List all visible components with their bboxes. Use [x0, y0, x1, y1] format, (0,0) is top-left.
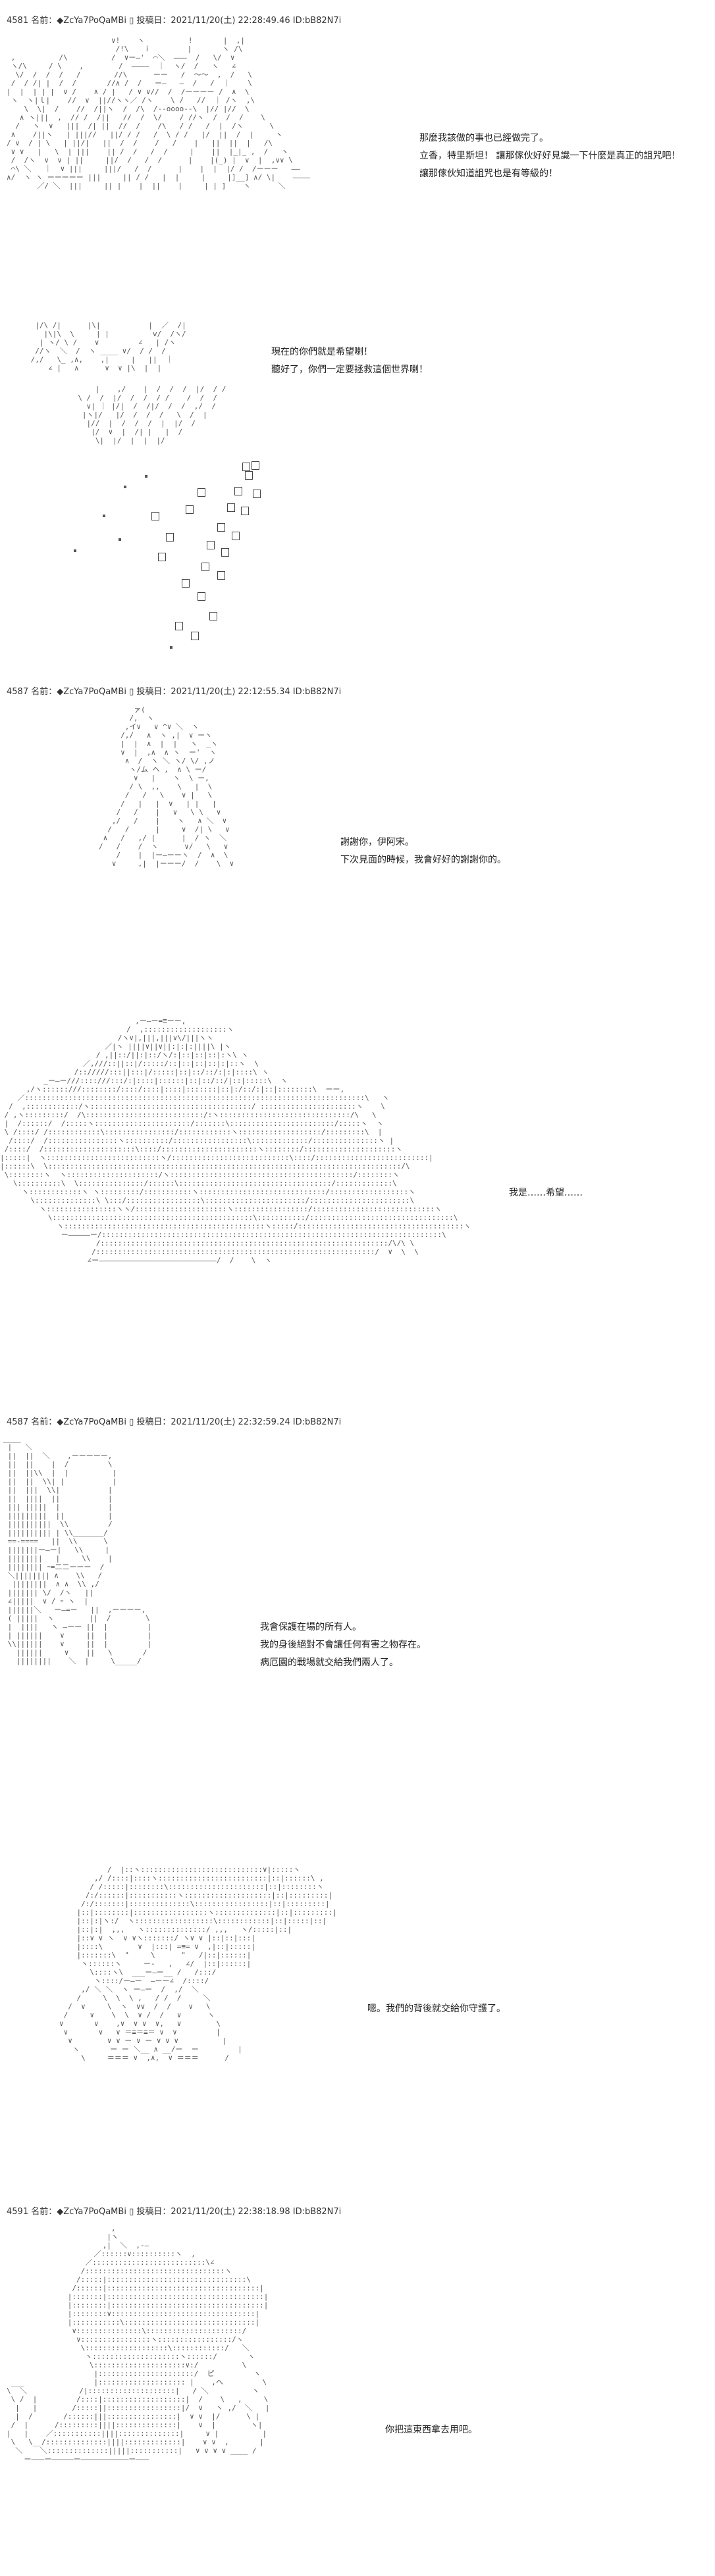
dialogue-line: 謝謝你，伊阿宋。	[340, 837, 414, 847]
dialogue-line: 嗯。我們的背後就交給你守護了。	[367, 2004, 506, 2014]
post-header: 4587 名前：◆ZcYa7PoQaMBi ▯ 投稿日：2021/11/20(土…	[7, 1417, 342, 1427]
dialogue-line: 立香，特里斯坦！ 讓那傢伙好好見識一下什麼是真正的詛咒吧！	[419, 151, 681, 161]
ascii-art-cloaked-figure: , |ヽ ,| ＼ ,-― ／::::::∨::::::::::ヽ , ／:::…	[7, 2224, 270, 2463]
dialogue-line: 讓那傢伙知道詛咒也是有等級的！	[419, 168, 558, 179]
dialogue-line: 下次見面的時候，我會好好的謝謝你的。	[340, 855, 506, 865]
ascii-art-hero-group: ∨! ヽ ! | ,| /!\ ⅰ | ヽ /\ , /\ / ∨ー―' ⌒＼ …	[7, 36, 311, 190]
post-header: 4587 名前：◆ZcYa7PoQaMBi ▯ 投稿日：2021/11/20(土…	[7, 687, 342, 697]
dialogue-line: 聽好了，你們一定要拯救這個世界喇！	[271, 365, 428, 375]
ascii-art-shield-knight: ____ | ＼ || || ＼ ,ーーーーー, || || | / \ || …	[3, 1434, 152, 1665]
speech-bubble: 你把這東西拿去用吧。	[385, 2421, 477, 2439]
post-header: 4581 名前：◆ZcYa7PoQaMBi ▯ 投稿日：2021/11/20(土…	[7, 16, 342, 26]
speech-bubble: 謝謝你，伊阿宋。 下次見面的時候，我會好好的謝謝你的。	[340, 834, 506, 869]
speech-bubble: 那麼我該做的事也已經做完了。 立香，特里斯坦！ 讓那傢伙好好見識一下什麼是真正的…	[419, 130, 680, 183]
speech-bubble: 嗯。我們的背後就交給你守護了。	[367, 2000, 506, 2018]
dialogue-line: 你把這東西拿去用吧。	[385, 2425, 477, 2435]
post-header: 4591 名前：◆ZcYa7PoQaMBi ▯ 投稿日：2021/11/20(土…	[7, 2207, 342, 2217]
dialogue-line: 我會保護在場的所有人。	[260, 1622, 361, 1632]
speech-bubble: 我會保護在場的所有人。 我的身後絕對不會讓任何有害之物存在。 病厄園的戰場就交給…	[260, 1619, 426, 1672]
ascii-art-giant-figure: ,ー―ー=≡ーー, / ,:::::::::::::::::::ヽ /ヽ∨|,|…	[0, 1017, 471, 1265]
ascii-art-girl-walking: ァ( /, ヽ ,イ∨ ∨ ^∨ ＼ ヽ /,/ ∧ ヽ ,| ∨ ーヽ | |…	[99, 705, 234, 868]
dialogue-line: 現在的你們就是希望喇！	[271, 347, 373, 357]
ascii-art-smiling-girl: / |::ヽ::::::::::::::::::::::::::::∨|::::…	[59, 1865, 337, 2062]
speech-bubble: 我是……希望……	[509, 1184, 583, 1202]
speech-bubble: 現在的你們就是希望喇！ 聽好了，你們一定要拯救這個世界喇！	[271, 343, 428, 379]
ascii-art-hands: |/\ /| |\| | ／ /| |\|\ \ | | ⅴ/ /ヽ/ | ヽ/…	[30, 321, 186, 372]
ascii-art-crumbling: | ,/ | / / / |/ / / \ / / |/ / / / / / /…	[78, 385, 226, 445]
dialogue-line: 我是……希望……	[509, 1188, 583, 1198]
dialogue-line: 那麼我該做的事也已經做完了。	[419, 133, 548, 143]
dialogue-line: 我的身後絕對不會讓任何有害之物存在。	[260, 1640, 426, 1650]
dialogue-line: 病厄園的戰場就交給我們兩人了。	[260, 1657, 398, 1668]
